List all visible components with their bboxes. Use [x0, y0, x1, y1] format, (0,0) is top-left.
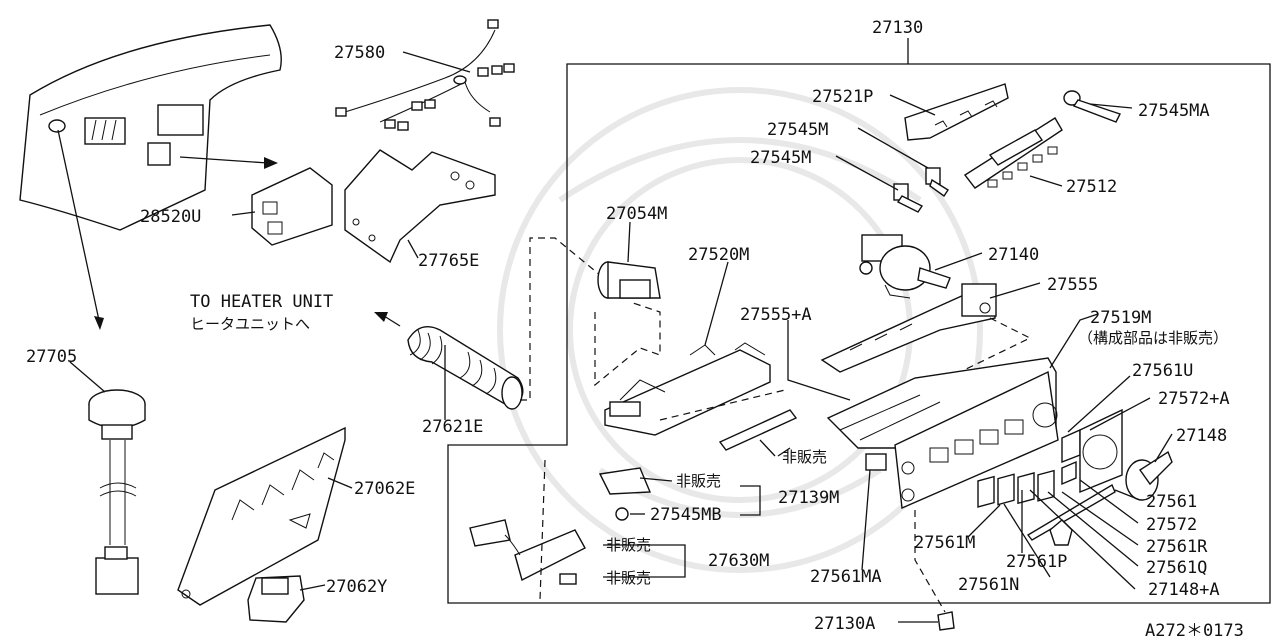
label-27561: 27561: [1146, 492, 1197, 512]
label-28520U: 28520U: [140, 207, 201, 227]
label-27130A: 27130A: [814, 614, 875, 634]
wire-harness-27580: [335, 19, 515, 131]
bolt-27545MA: [1063, 90, 1121, 123]
label-27580: 27580: [334, 43, 385, 63]
label-27561MA: 27561MA: [810, 567, 882, 587]
switch-27512: [963, 117, 1063, 189]
note-not-sold-1: 非販売: [782, 448, 827, 466]
bracket-27521P: [904, 83, 1009, 141]
motor-27140: [859, 234, 951, 299]
label-27520M: 27520M: [688, 245, 749, 265]
label-27555A: 27555+A: [740, 305, 812, 325]
relay-28520U: [251, 167, 333, 246]
control-unit-27519M: [826, 357, 1059, 510]
label-27148: 27148: [1176, 426, 1227, 446]
label-27572: 27572: [1146, 515, 1197, 535]
switch-27062Y: [247, 575, 305, 623]
label-27140: 27140: [988, 245, 1039, 265]
label-27572A: 27572+A: [1158, 389, 1230, 409]
label-27545MB: 27545MB: [650, 505, 722, 525]
connector-27054M: [594, 261, 661, 387]
figure-code: A272＊0173: [1145, 621, 1244, 639]
label-27545MA: 27545MA: [1138, 101, 1210, 121]
label-27545M-b: 27545M: [750, 148, 811, 168]
label-27139M: 27139M: [778, 488, 839, 508]
note-not-sold-3: 非販売: [606, 536, 651, 554]
note-to-heater-unit: TO HEATER UNIT: [190, 292, 333, 312]
note-not-sold-4: 非販売: [606, 569, 651, 587]
bolt-27545M-b: [893, 183, 924, 213]
dashboard-drawing: [19, 24, 282, 330]
sensor-27705: [88, 389, 146, 595]
note-to-heater-unit-jp: ヒータユニットへ: [190, 315, 310, 333]
strip-parts: [469, 409, 798, 601]
tray-27520M: [604, 342, 786, 436]
knob-27148: [1125, 450, 1173, 501]
label-27555: 27555: [1047, 275, 1098, 295]
label-27630M: 27630M: [708, 551, 769, 571]
label-27512: 27512: [1066, 177, 1117, 197]
label-27705: 27705: [26, 347, 77, 367]
label-27561U: 27561U: [1132, 361, 1193, 381]
assembly-frame: [447, 38, 1271, 604]
label-27545M-a: 27545M: [767, 120, 828, 140]
screw-27130A: [914, 510, 955, 631]
label-27148A: 27148+A: [1148, 580, 1220, 600]
label-27519M: 27519M: [1090, 308, 1151, 328]
label-27561M: 27561M: [914, 533, 975, 553]
button-set-27561: [977, 408, 1123, 546]
panel-27062E: [177, 426, 346, 606]
label-27062Y: 27062Y: [326, 577, 387, 597]
label-27621E: 27621E: [422, 417, 483, 437]
label-27130: 27130: [872, 18, 923, 38]
duct-27621E: [374, 237, 601, 420]
bolt-27545M-a: [925, 167, 949, 197]
label-27062E: 27062E: [354, 479, 415, 499]
label-27561N: 27561N: [958, 575, 1019, 595]
label-27561P: 27561P: [1006, 552, 1067, 572]
note-components-not-sold: （構成部品は非販売）: [1078, 329, 1228, 347]
label-27054M: 27054M: [606, 204, 667, 224]
note-not-sold-2: 非販売: [676, 472, 721, 490]
label-27765E: 27765E: [418, 251, 479, 271]
label-27561R: 27561R: [1146, 537, 1208, 557]
bracket-27765E: [344, 149, 496, 264]
linkage-27555: [820, 283, 1032, 373]
leader-lines: [69, 51, 1173, 623]
label-27521P: 27521P: [812, 87, 873, 107]
label-27561Q: 27561Q: [1146, 558, 1207, 578]
